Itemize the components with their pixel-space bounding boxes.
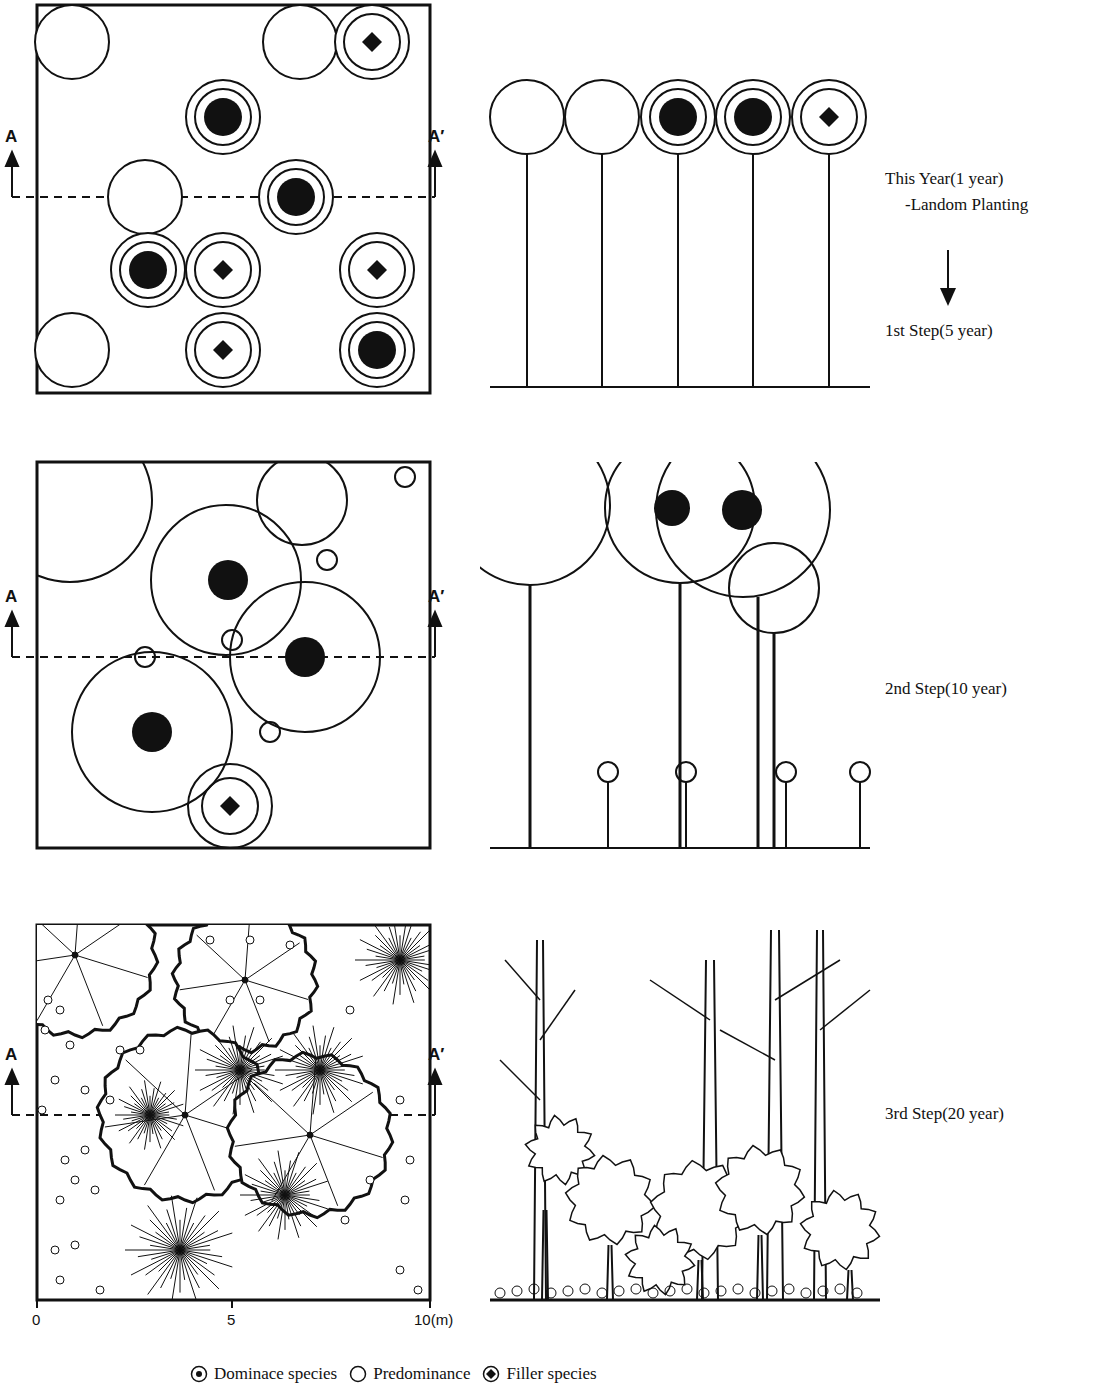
- section-marker: A′: [428, 588, 444, 607]
- legend-symbol: [482, 1365, 500, 1383]
- axis-tick: 0: [32, 1312, 40, 1329]
- stage-label: 1st Step(5 year): [885, 322, 993, 341]
- section-marker: A′: [428, 1046, 444, 1065]
- section-marker: A: [5, 1046, 17, 1065]
- legend-text: Predominance: [373, 1364, 470, 1384]
- legend-symbol: [190, 1365, 208, 1383]
- stage-label: 3rd Step(20 year): [885, 1105, 1004, 1124]
- section-marker: A: [5, 588, 17, 607]
- legend-symbol: [349, 1365, 367, 1383]
- axis-tick: 5: [227, 1312, 235, 1329]
- legend: Dominace species Predominance Filler speci…: [190, 1364, 603, 1384]
- stage-label: This Year(1 year): [885, 170, 1004, 189]
- section-marker: A: [5, 128, 17, 147]
- section-marker: A′: [428, 128, 444, 147]
- legend-text: Filler species: [506, 1364, 596, 1384]
- legend-text: Dominace species: [214, 1364, 337, 1384]
- stage-label: -Landom Planting: [905, 196, 1028, 215]
- axis-tick: 10(m): [414, 1312, 453, 1329]
- stage-label: 2nd Step(10 year): [885, 680, 1007, 699]
